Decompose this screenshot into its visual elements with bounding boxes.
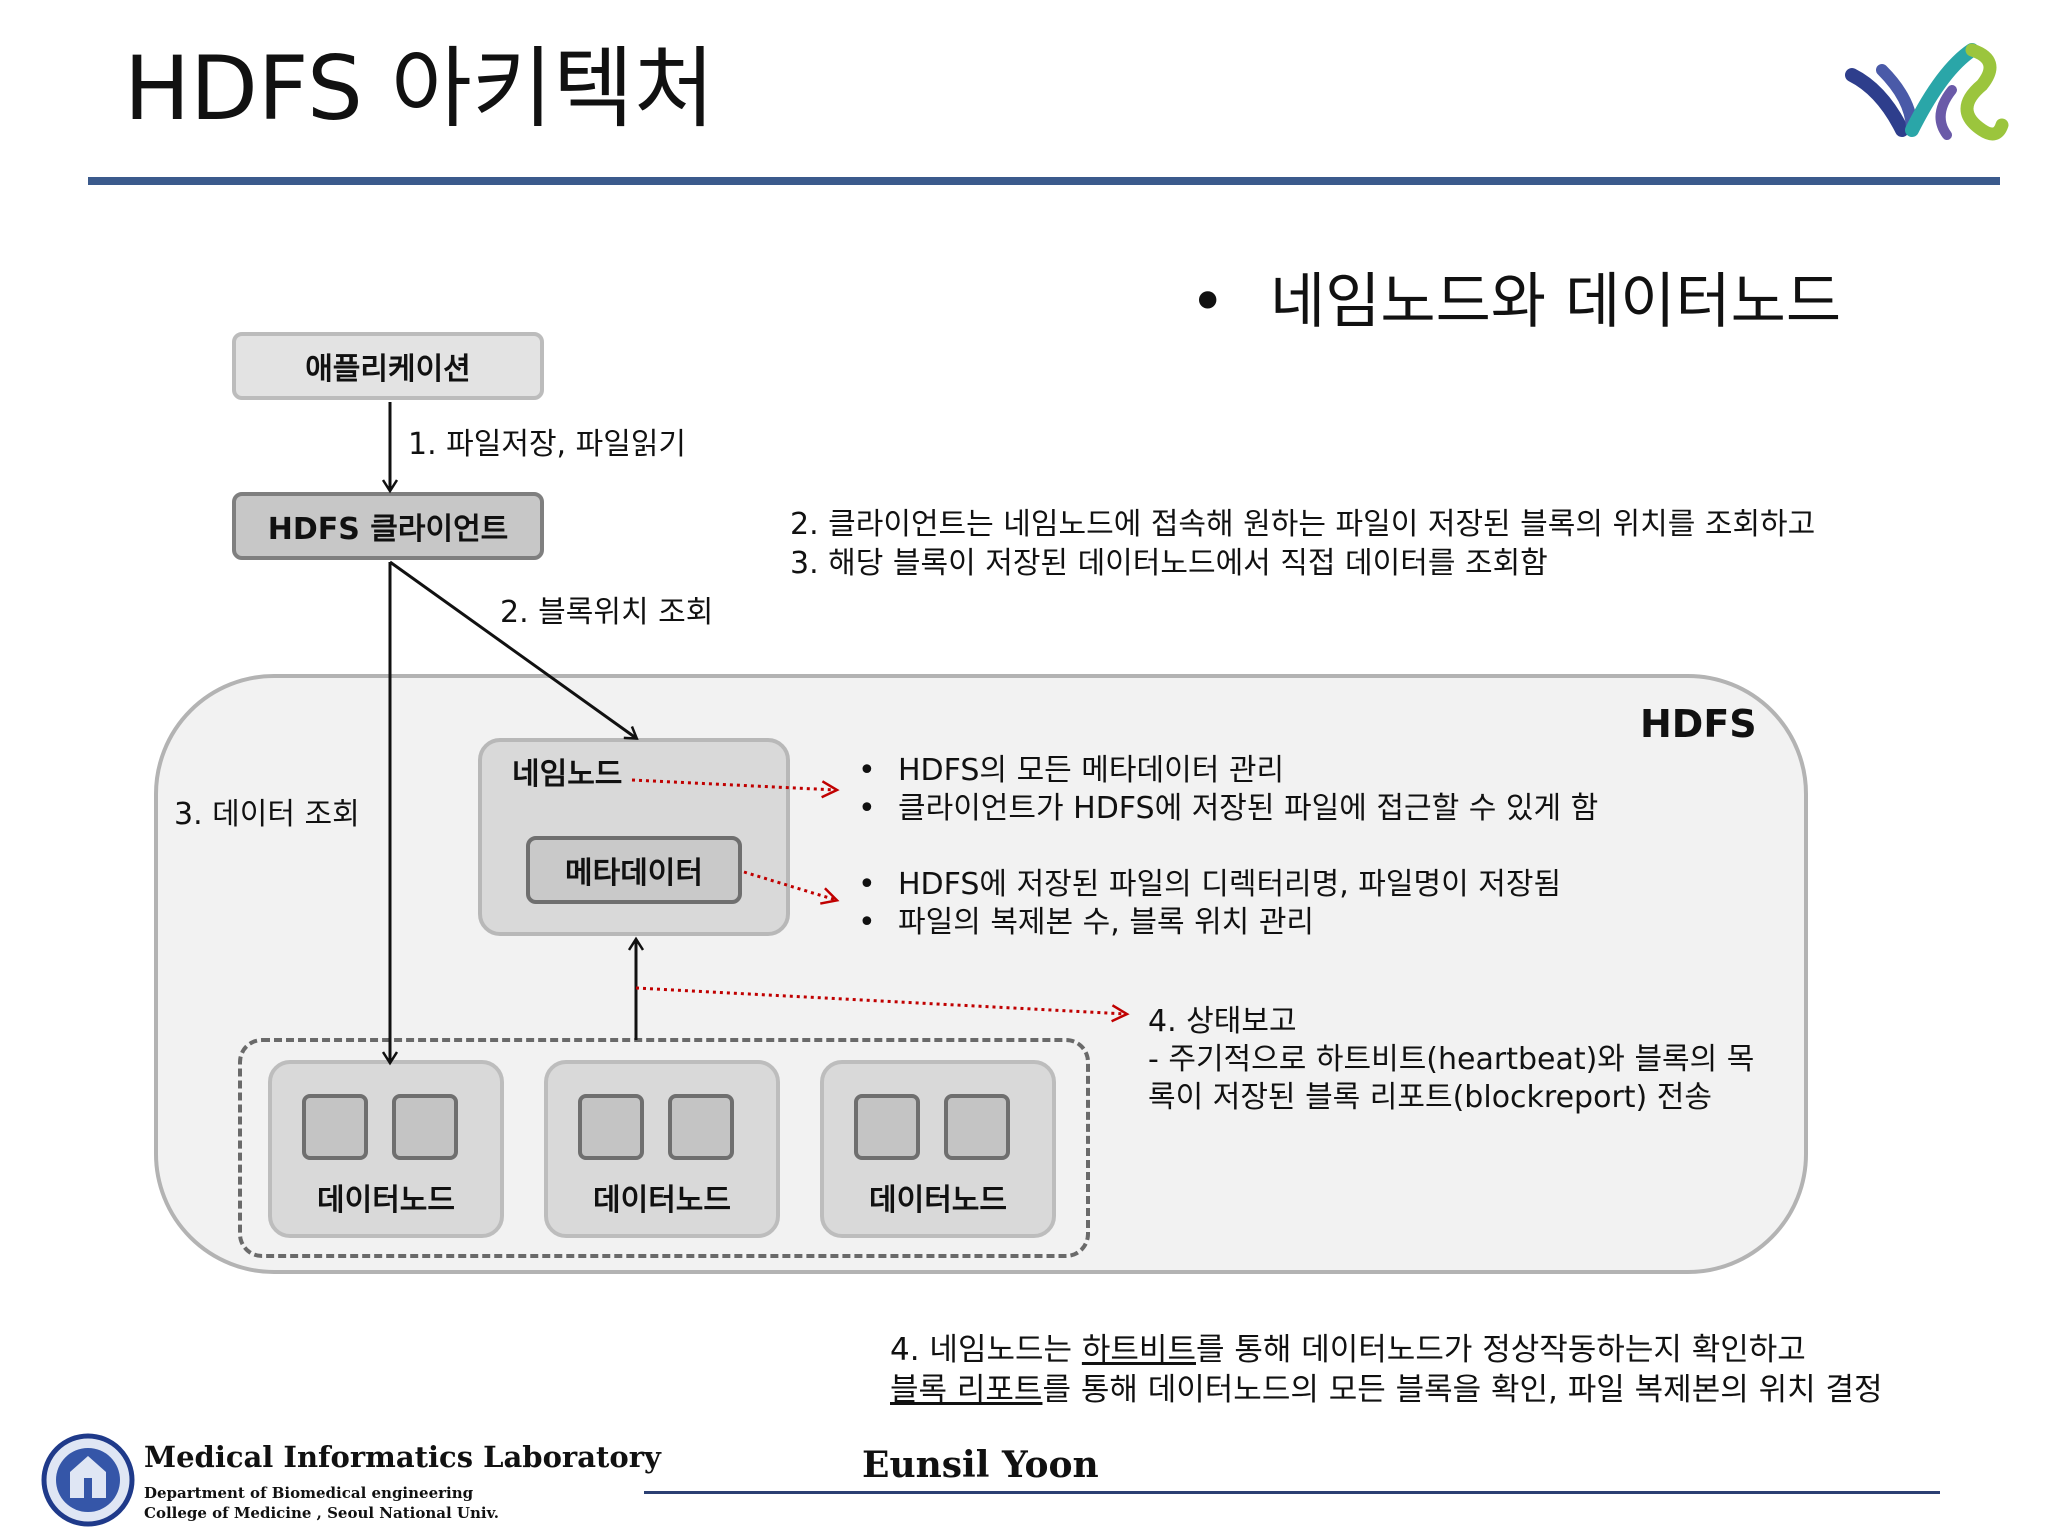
bottom-note-line-1: 4. 네임노드는 하트비트를 통해 데이터노드가 정상작동하는지 확인하고	[890, 1332, 1806, 1368]
section-heading: • 네임노드와 데이터노드	[1190, 262, 1841, 342]
hdfs-label: HDFS	[1640, 702, 1757, 746]
university-emblem-icon	[41, 1433, 135, 1527]
top-description: 2. 클라이언트는 네임노드에 접속해 원하는 파일이 저장된 블록의 위치를 …	[790, 505, 1815, 583]
datanode-group	[238, 1038, 1090, 1258]
bottom-note: 4. 네임노드는 하트비트를 통해 데이터노드가 정상작동하는지 확인하고 블록…	[890, 1330, 1883, 1410]
step-3-label: 3. 데이터 조회	[174, 797, 360, 832]
metadata-box: 메타데이터	[526, 836, 742, 904]
step-1-label: 1. 파일저장, 파일읽기	[408, 427, 687, 462]
footer-divider	[644, 1491, 1940, 1494]
hdfs-client-box: HDFS 클라이언트	[232, 492, 544, 560]
lab-name: Medical Informatics Laboratory	[144, 1440, 661, 1474]
datanode-3-block-1	[854, 1094, 920, 1160]
dotted-arrow-status-report	[635, 986, 1130, 1023]
department-name: Department of Biomedical engineering	[144, 1484, 474, 1502]
title-divider	[88, 177, 2000, 185]
slide-title: HDFS 아키텍처	[124, 37, 715, 140]
bottom-note-line-2: 블록 리포트를 통해 데이터노드의 모든 블록을 확인, 파일 복제본의 위치 …	[890, 1372, 1883, 1408]
namenode-notes: •HDFS의 모든 메타데이터 관리 •클라이언트가 HDFS에 저장된 파일에…	[858, 752, 1598, 828]
heading-bullet: •	[1190, 267, 1226, 337]
datanode-2-block-1	[578, 1094, 644, 1160]
list-item: •파일의 복제본 수, 블록 위치 관리	[858, 905, 1315, 940]
description-line-2: 3. 해당 블록이 저장된 데이터노드에서 직접 데이터를 조회함	[790, 546, 1548, 581]
college-name: College of Medicine , Seoul National Uni…	[144, 1504, 500, 1522]
vs-logo-icon	[1845, 43, 2009, 141]
metadata-notes: •HDFS에 저장된 파일의 디렉터리명, 파일명이 저장됨 •파일의 복제본 …	[858, 866, 1561, 942]
datanode-2-label: 데이터노드	[593, 1183, 731, 1218]
datanode-3-block-2	[944, 1094, 1010, 1160]
datanode-1-label: 데이터노드	[317, 1183, 455, 1218]
dotted-arrow-namenode-notes	[631, 778, 840, 799]
arrow-client-to-namenode	[389, 560, 636, 738]
namenode-label: 네임노드	[512, 757, 623, 792]
list-item: •HDFS에 저장된 파일의 디렉터리명, 파일명이 저장됨	[858, 867, 1562, 902]
list-item: •HDFS의 모든 메타데이터 관리	[858, 753, 1285, 788]
datanode-3-label: 데이터노드	[869, 1183, 1007, 1218]
datanode-1-block-2	[392, 1094, 458, 1160]
step-2-label: 2. 블록위치 조회	[500, 595, 714, 630]
description-line-1: 2. 클라이언트는 네임노드에 접속해 원하는 파일이 저장된 블록의 위치를 …	[790, 507, 1816, 542]
status-report-note: 4. 상태보고 - 주기적으로 하트비트(heartbeat)와 블록의 목 록…	[1148, 1004, 1755, 1115]
author-name: Eunsil Yoon	[862, 1444, 1099, 1486]
dotted-arrow-metadata-notes	[743, 870, 840, 905]
datanode-2-block-2	[668, 1094, 734, 1160]
heading-text: 네임노드와 데이터노드	[1270, 267, 1842, 337]
datanode-1-block-1	[302, 1094, 368, 1160]
application-box: 애플리케이션	[232, 332, 544, 400]
list-item: •클라이언트가 HDFS에 저장된 파일에 접근할 수 있게 함	[858, 791, 1599, 826]
